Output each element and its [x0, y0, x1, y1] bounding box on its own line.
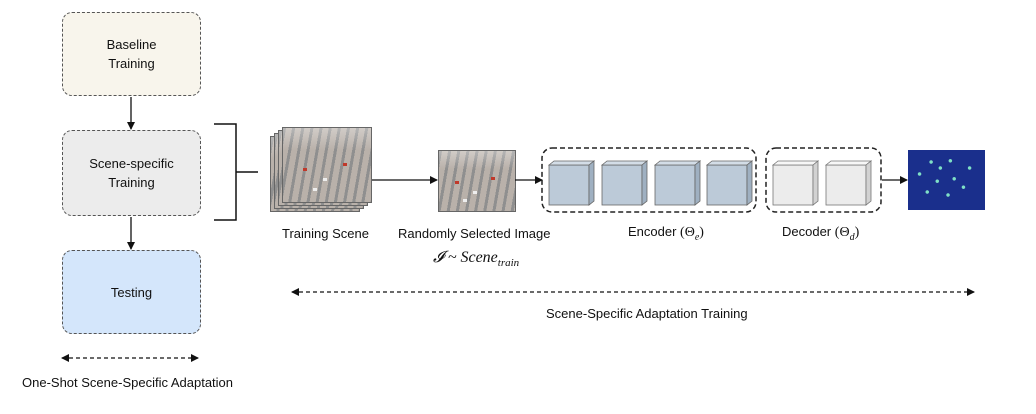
- decoder-label: Decoder (Θd): [782, 224, 860, 243]
- training-scene-label: Training Scene: [282, 226, 369, 241]
- decoder-block: [824, 160, 873, 206]
- scene-specific-training-box: Scene-specific Training: [62, 130, 201, 216]
- decoder-blocks: [771, 160, 873, 206]
- encoder-block: [705, 160, 754, 206]
- encoder-group: [541, 147, 757, 213]
- encoder-blocks: [547, 160, 754, 206]
- encoder-label-text: Encoder: [628, 224, 677, 239]
- decoder-label-text: Decoder: [782, 224, 832, 239]
- testing-label: Testing: [110, 284, 153, 300]
- decoder-group: [765, 147, 882, 213]
- baseline-training-box: Baseline Training: [62, 12, 201, 96]
- formula-main: 𝓘 ~ Scene: [433, 249, 498, 266]
- baseline-training-label: Baseline Training: [106, 37, 157, 71]
- testing-box: Testing: [62, 250, 201, 334]
- decoder-param-sub: d: [849, 231, 855, 243]
- decoder-block: [771, 160, 820, 206]
- decoder-param: Θ: [839, 225, 850, 240]
- random-image-formula: 𝓘 ~ Scenetrain: [433, 249, 519, 269]
- encoder-label: Encoder (Θe): [628, 224, 704, 243]
- encoder-param: Θ: [684, 225, 695, 240]
- selected-image: [438, 150, 516, 212]
- encoder-block: [653, 160, 702, 206]
- formula-subscript: train: [497, 257, 520, 270]
- encoder-block: [600, 160, 649, 206]
- one-shot-caption: One-Shot Scene-Specific Adaptation: [22, 375, 234, 390]
- training-scene-stack: [270, 126, 380, 216]
- random-image-label: Randomly Selected Image: [398, 226, 551, 241]
- encoder-param-sub: e: [694, 231, 700, 243]
- training-scene-frame: [282, 127, 372, 203]
- scene-bracket: [214, 123, 258, 221]
- density-map-output: [908, 150, 985, 210]
- scene-specific-training-label: Scene-specific Training: [89, 156, 174, 190]
- adaptation-training-caption: Scene-Specific Adaptation Training: [546, 306, 748, 321]
- encoder-block: [547, 160, 596, 206]
